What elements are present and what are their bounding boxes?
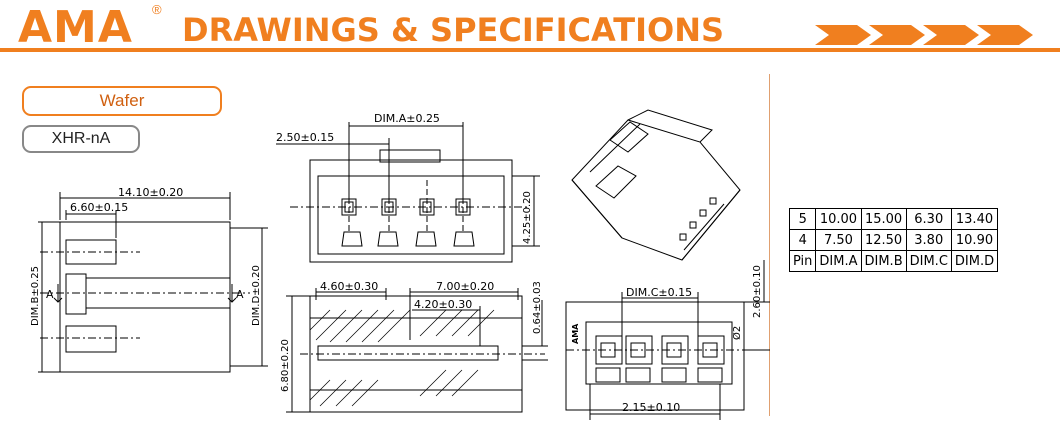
table-cell: 3.80 [905,229,952,251]
table-cell: DIM.D [950,250,999,272]
section-marker-right: A [236,288,244,301]
table-cell: Pin [788,250,817,272]
dim-sec-460: 4.60±0.30 [320,280,378,293]
dim-side-inner: 6.60±0.15 [70,201,128,214]
divider [769,74,770,416]
table-cell: 4 [788,229,817,251]
product-category-label: Wafer [22,86,222,116]
page-title: DRAWINGS & SPECIFICATIONS [182,11,725,49]
isometric-view [571,109,741,261]
header: AMA ® DRAWINGS & SPECIFICATIONS [0,0,1060,56]
technical-drawing: 14.10±0.20 6.60±0.15 DIM.B±0.25 DIM.D±0.… [30,109,770,420]
side-view [38,192,268,373]
dim-side-overall: 14.10±0.20 [118,186,183,199]
dim-front-pitch: 2.50±0.15 [276,131,334,144]
table-cell: 6.30 [905,208,952,230]
dim-bot-260: 2.60±0.10 [752,265,763,318]
table-cell: DIM.C [905,250,952,272]
dim-front-height: 4.25±0.20 [522,191,533,244]
table-cell: DIM.A [815,250,862,272]
table-cell: 10.90 [950,229,999,251]
table-cell: 10.00 [815,208,862,230]
table-cell: DIM.B [860,250,907,272]
dim-sec-700: 7.00±0.20 [436,280,494,293]
dim-bot-o2: Ø2 [731,326,743,340]
registered-mark: ® [152,2,162,17]
header-rule [0,48,1060,52]
table-cell: 15.00 [860,208,907,230]
table-cell: 7.50 [815,229,862,251]
section-marker-left: A [46,288,54,301]
front-view [276,122,540,263]
dim-front-a: DIM.A±0.25 [374,112,440,125]
bottom-view [565,260,770,420]
dim-sec-420: 4.20±0.30 [414,298,472,311]
dim-sec-064: 0.64±0.03 [532,281,543,334]
dim-side-d: DIM.D±0.20 [251,265,262,326]
dim-bot-215: 2.15±0.10 [622,401,680,414]
table-cell: 5 [788,208,817,230]
dim-side-b: DIM.B±0.25 [30,266,41,326]
brand-logo: AMA [18,2,133,53]
section-view [286,288,548,413]
dim-bot-c: DIM.C±0.15 [626,286,692,299]
bottom-brand-mark: AMA [571,323,580,344]
table-cell: 13.40 [950,208,999,230]
product-model-label: XHR-nA [22,125,140,153]
table-cell: 12.50 [860,229,907,251]
chevron-arrows-icon [815,25,1033,45]
dim-sec-680: 6.80±0.20 [280,339,291,392]
